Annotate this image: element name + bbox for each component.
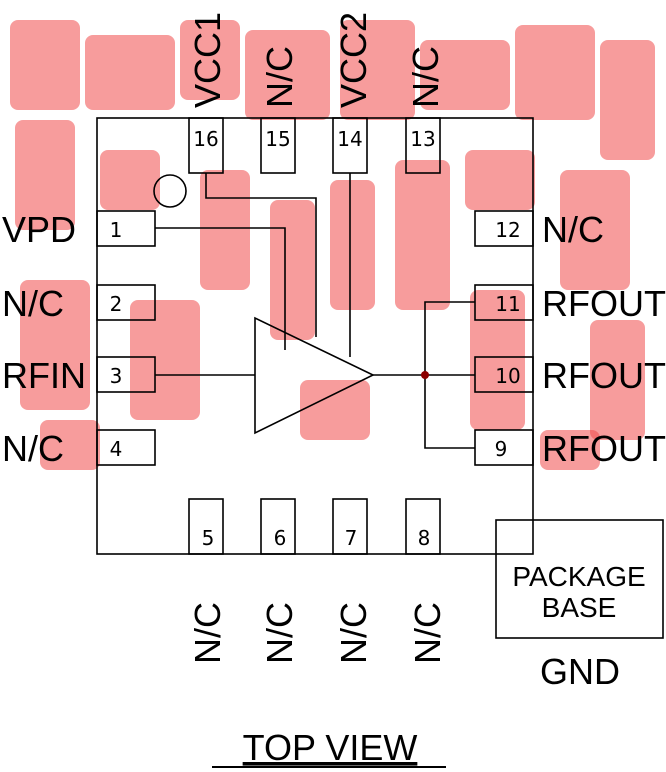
pin-2-label: N/C xyxy=(2,283,64,324)
pin-5-number: 5 xyxy=(202,526,215,550)
pin-14-number: 14 xyxy=(337,127,362,151)
pin-12-pad xyxy=(474,210,534,247)
top-pins: 16 15 14 13 VCC1 N/C VCC2 N/C xyxy=(187,12,446,174)
right-pins: 12 11 10 9 N/C RFOUT RFOUT RFOUT xyxy=(474,209,666,469)
pin-16-number: 16 xyxy=(193,127,218,151)
pin-1-label: VPD xyxy=(2,209,76,250)
pin-6-pad xyxy=(260,498,296,555)
pin-8-label: N/C xyxy=(407,602,448,664)
pin-14-label: VCC2 xyxy=(333,12,374,108)
pin-2-pad xyxy=(96,284,156,321)
pin-13-label: N/C xyxy=(405,46,446,108)
vcc1-wire xyxy=(205,173,317,337)
pin-3-number: 3 xyxy=(110,364,123,388)
pin-4-number: 4 xyxy=(110,437,123,461)
view-caption: TOP VIEW xyxy=(243,727,418,768)
pin-7-label: N/C xyxy=(333,602,374,664)
package-base-line1: PACKAGE xyxy=(512,561,645,592)
vpd-wire xyxy=(155,227,286,350)
pin-5-pad xyxy=(188,498,224,555)
pin-4-label: N/C xyxy=(2,428,64,469)
watermark-overlay xyxy=(10,20,655,470)
pin1-indicator-circle xyxy=(153,174,187,208)
pin-15-label: N/C xyxy=(259,46,300,108)
pin-11-label: RFOUT xyxy=(542,283,666,324)
pin-9-label: RFOUT xyxy=(542,428,666,469)
pin-15-number: 15 xyxy=(265,127,290,151)
pin-11-number: 11 xyxy=(495,292,520,316)
pin-1-pad xyxy=(96,210,156,247)
pin-13-pad xyxy=(405,117,441,174)
bottom-pins: 5 6 7 8 N/C N/C N/C N/C xyxy=(187,498,448,664)
left-pins: 1 2 3 4 VPD N/C RFIN N/C xyxy=(2,209,156,469)
pin-8-pad xyxy=(405,498,441,555)
pin-1-number: 1 xyxy=(110,218,123,242)
pin-7-pad xyxy=(332,498,368,555)
pin-2-number: 2 xyxy=(110,292,123,316)
pin-12-number: 12 xyxy=(495,218,520,242)
pin-16-label: VCC1 xyxy=(187,12,228,108)
pin-3-label: RFIN xyxy=(2,355,86,396)
package-base-line2: BASE xyxy=(542,592,617,623)
pin-8-number: 8 xyxy=(418,526,431,550)
pin-6-label: N/C xyxy=(259,602,300,664)
pin-6-number: 6 xyxy=(274,526,287,550)
gnd-label: GND xyxy=(540,651,620,692)
package-base-box xyxy=(495,519,664,639)
pin-10-number: 10 xyxy=(495,364,520,388)
amplifier-triangle xyxy=(254,316,375,435)
junction-dot xyxy=(421,371,429,379)
pin-10-label: RFOUT xyxy=(542,355,666,396)
pin-15-pad xyxy=(260,117,296,174)
pin-4-pad xyxy=(96,429,156,466)
pin-7-number: 7 xyxy=(345,526,358,550)
pin-9-number: 9 xyxy=(495,437,508,461)
package-body xyxy=(96,117,534,555)
pin-13-number: 13 xyxy=(410,127,435,151)
pin-5-label: N/C xyxy=(187,602,228,664)
pin-12-label: N/C xyxy=(542,209,604,250)
